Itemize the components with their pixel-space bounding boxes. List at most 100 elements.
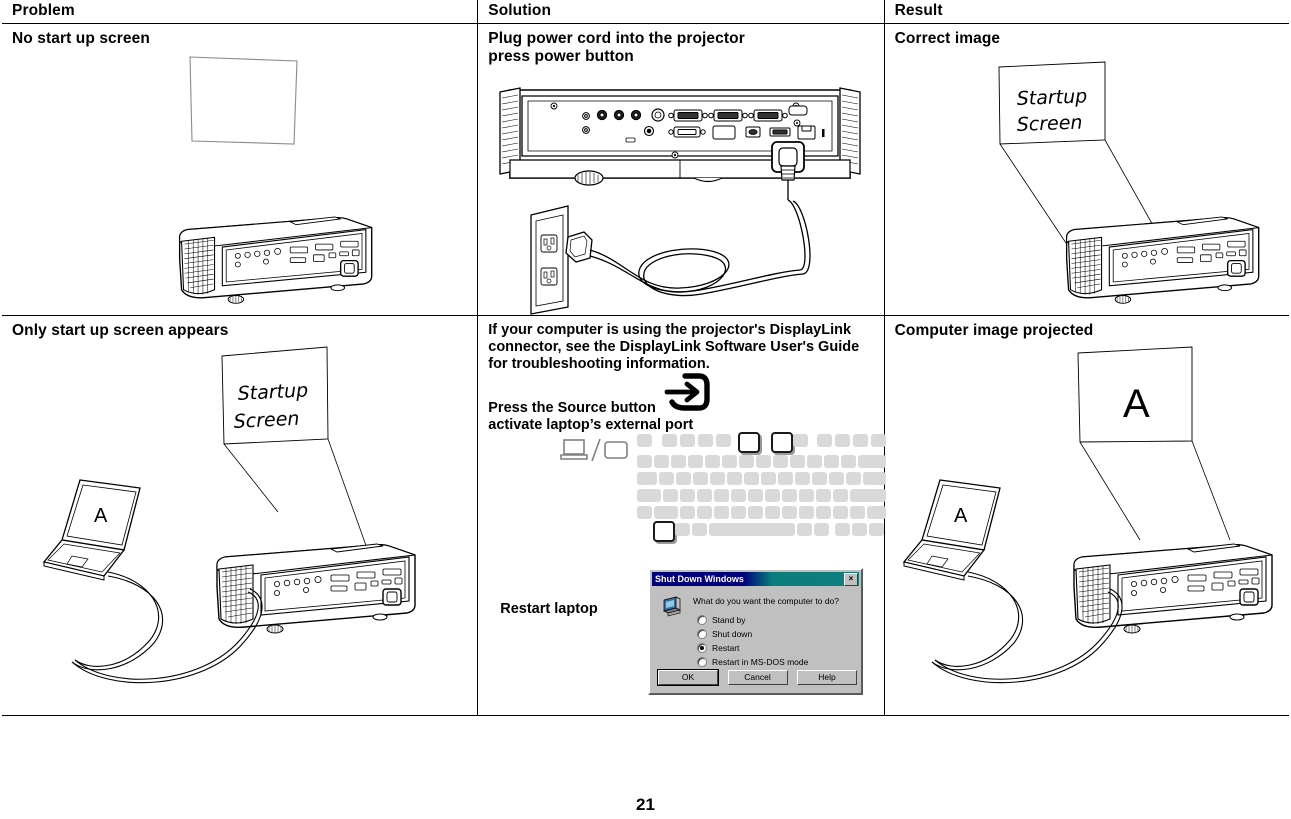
key: [852, 523, 867, 536]
page-number: 21: [636, 795, 655, 814]
header-cell-result: Result: [883, 0, 1289, 24]
key: [835, 523, 850, 536]
key: [773, 455, 788, 468]
key: [659, 472, 674, 485]
header-cell-problem: Problem: [2, 0, 478, 24]
key: [637, 472, 657, 485]
illustration-laptop-row2-col3: A: [903, 479, 1001, 581]
key: [778, 472, 793, 485]
problem2-screen-text-line1: Startup: [237, 379, 309, 405]
monitor-icon: [604, 441, 628, 459]
close-icon[interactable]: ×: [844, 573, 858, 586]
activate-port-label: activate laptop’s external port: [488, 417, 694, 434]
column-header-problem: Problem: [12, 2, 75, 19]
help-button[interactable]: Help: [797, 670, 857, 685]
key: [676, 472, 691, 485]
solution-text-1: Plug power cord into the projector press…: [488, 29, 745, 65]
key: [637, 455, 652, 468]
key: [846, 472, 861, 485]
key: [714, 489, 729, 502]
solution-paragraph-2: If your computer is using the projector'…: [488, 322, 860, 373]
key: [637, 489, 661, 502]
key: [816, 506, 831, 519]
press-source-label: Press the Source button: [488, 400, 656, 417]
result2-screen-letter: A: [1123, 382, 1150, 426]
source-arrow-icon: [664, 373, 710, 411]
key: [765, 506, 780, 519]
radio-option-shutdown[interactable]: Shut down: [697, 629, 752, 639]
radio-icon-selected[interactable]: [697, 643, 707, 653]
radio-icon[interactable]: [697, 615, 707, 625]
key-highlighted-fn-bottomleft[interactable]: [653, 521, 675, 542]
restart-laptop-label: Restart laptop: [500, 601, 598, 618]
key: [833, 506, 848, 519]
illustration-result2-screen: A: [1077, 346, 1231, 541]
laptop-screen-letter-1: A: [94, 505, 108, 527]
key: [697, 506, 712, 519]
key: [793, 434, 808, 447]
key: [812, 472, 827, 485]
illustration-projector-rear-panel: [499, 87, 861, 200]
radio-label: Restart in MS-DOS mode: [712, 657, 809, 667]
key: [765, 489, 780, 502]
key: [756, 455, 771, 468]
illustration-problem2-startup-screen: Startup Screen: [221, 346, 375, 569]
key: [869, 523, 884, 536]
key: [744, 472, 759, 485]
radio-label: Restart: [712, 643, 740, 653]
key: [867, 506, 886, 519]
key: [705, 455, 720, 468]
dialog-titlebar: Shut Down Windows ×: [652, 572, 859, 586]
cancel-button[interactable]: Cancel: [727, 670, 788, 685]
table-header-row: Problem Solution Result: [2, 0, 1289, 24]
column-header-result: Result: [894, 2, 943, 19]
radio-option-restart-msdos[interactable]: Restart in MS-DOS mode: [697, 657, 808, 667]
laptop-screen-letter-2: A: [954, 505, 968, 527]
key: [790, 455, 805, 468]
key: [716, 434, 731, 447]
key: [698, 434, 713, 447]
computer-shutdown-icon: [661, 596, 683, 618]
key: [850, 506, 865, 519]
key: [816, 489, 831, 502]
startup-screen-text-line1: Startup: [1016, 85, 1087, 110]
key: [797, 523, 812, 536]
key: [814, 523, 829, 536]
key: [680, 506, 695, 519]
radio-icon[interactable]: [697, 629, 707, 639]
shut-down-windows-dialog[interactable]: Shut Down Windows × What do you want the…: [648, 568, 863, 695]
illustration-projector-row1-col1: [178, 216, 373, 304]
key-highlighted-fn[interactable]: [738, 432, 760, 453]
column-header-solution: Solution: [488, 2, 552, 19]
key: [714, 506, 729, 519]
key: [637, 434, 652, 447]
key: [662, 434, 677, 447]
dialog-body: What do you want the computer to do? Sta…: [652, 588, 859, 691]
key: [807, 455, 822, 468]
problem2-screen-text-line2: Screen: [233, 408, 300, 433]
ok-button[interactable]: OK: [657, 669, 719, 686]
key-highlighted-crt-lcd[interactable]: [771, 432, 793, 453]
radio-icon[interactable]: [697, 657, 707, 667]
illustration-projector-row1-col3: [1065, 216, 1260, 304]
key: [727, 472, 742, 485]
dialog-question: What do you want the computer to do?: [693, 596, 840, 606]
slash-divider: [591, 438, 601, 462]
radio-option-restart[interactable]: Restart: [697, 643, 739, 653]
key: [697, 489, 712, 502]
result-title-1: Correct image: [894, 29, 1001, 47]
header-cell-solution: Solution: [477, 0, 885, 24]
key: [850, 489, 886, 502]
illustration-projector-row2-col1: [216, 543, 416, 634]
key: [709, 523, 795, 536]
key: [853, 434, 868, 447]
key: [671, 455, 686, 468]
key: [748, 506, 763, 519]
key: [817, 434, 832, 447]
radio-option-standby[interactable]: Stand by: [697, 615, 746, 625]
key: [761, 472, 776, 485]
key: [739, 455, 754, 468]
key: [824, 455, 839, 468]
